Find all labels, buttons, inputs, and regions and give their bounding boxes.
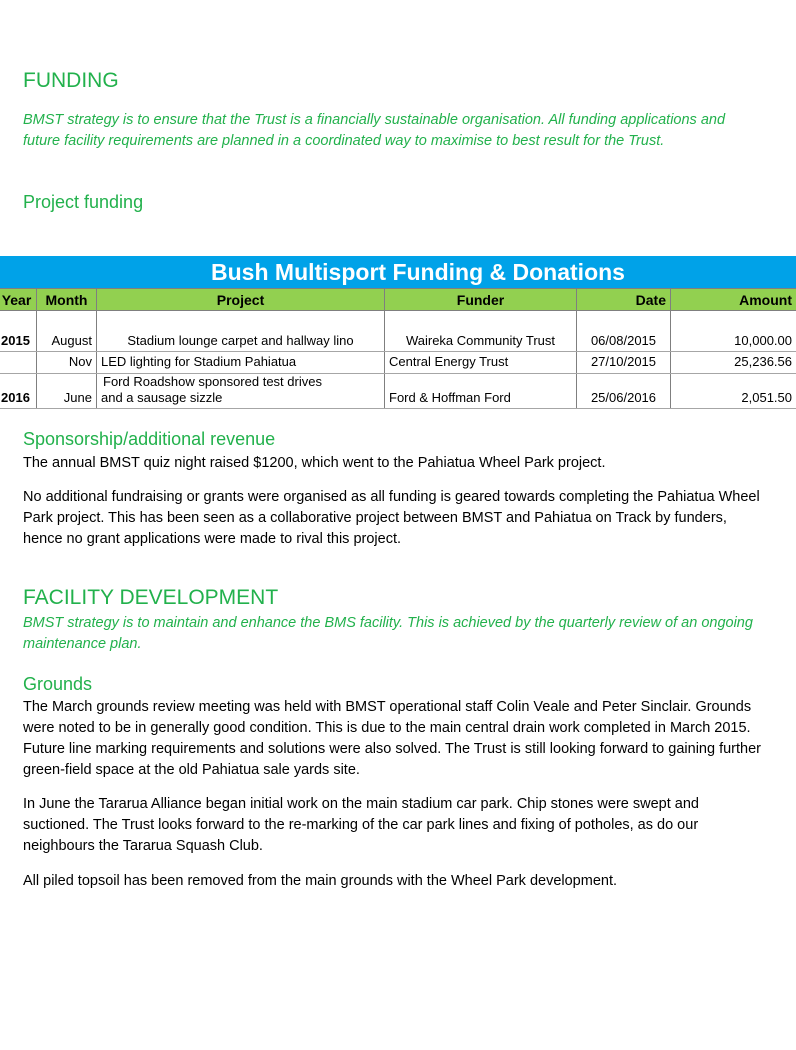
cell-amount: 2,051.50 xyxy=(670,373,796,409)
sponsorship-paragraph-1: The annual BMST quiz night raised $1200,… xyxy=(23,455,606,471)
cell-month: August xyxy=(36,330,97,352)
table-row: Nov LED lighting for Stadium Pahiatua Ce… xyxy=(0,351,796,374)
col-header-funder: Funder xyxy=(384,288,577,311)
grounds-paragraph-3: All piled topsoil has been removed from … xyxy=(23,873,618,889)
grounds-paragraph-2: In June the Tararua Alliance began initi… xyxy=(23,796,699,854)
cell-date: 06/08/2015 xyxy=(576,330,671,352)
cell-project-text: Stadium lounge carpet and hallway lino xyxy=(127,333,354,348)
cell-date-text: 06/08/2015 xyxy=(590,333,657,348)
cell-month: June xyxy=(36,373,97,409)
funding-table-title: Bush Multisport Funding & Donations xyxy=(0,256,796,288)
sponsorship-paragraph-2: No additional fundraising or grants were… xyxy=(23,489,760,547)
cell-year xyxy=(0,351,37,374)
cell-project: Ford Roadshow sponsored test drives and … xyxy=(96,373,385,409)
cell-date-text: 27/10/2015 xyxy=(590,354,657,369)
funding-strategy-text: BMST strategy is to ensure that the Trus… xyxy=(23,112,726,149)
table-row: 2016 June Ford Roadshow sponsored test d… xyxy=(0,373,796,409)
col-header-project: Project xyxy=(96,288,385,311)
cell-funder: Waireka Community Trust xyxy=(384,330,577,352)
cell-date: 25/06/2016 xyxy=(576,373,671,409)
facility-heading: FACILITY DEVELOPMENT xyxy=(23,586,279,609)
grounds-paragraph-1: The March grounds review meeting was hel… xyxy=(23,699,761,778)
col-header-date: Date xyxy=(576,288,671,311)
cell-year: 2016 xyxy=(0,373,37,409)
col-header-amount: Amount xyxy=(670,288,796,311)
cell-year: 2015 xyxy=(0,330,37,352)
table-spacer-row xyxy=(0,310,796,331)
grounds-heading: Grounds xyxy=(23,674,93,694)
facility-strategy-text: BMST strategy is to maintain and enhance… xyxy=(23,615,753,652)
table-header-row: Year Month Project Funder Date Amount xyxy=(0,288,796,311)
project-funding-heading: Project funding xyxy=(23,192,144,212)
cell-project: LED lighting for Stadium Pahiatua xyxy=(96,351,385,374)
sponsorship-heading: Sponsorship/additional revenue xyxy=(23,429,276,449)
cell-project-line1: Ford Roadshow sponsored test drives xyxy=(103,374,322,389)
funding-heading: FUNDING xyxy=(23,69,119,92)
cell-date-text: 25/06/2016 xyxy=(590,390,657,405)
cell-project: Stadium lounge carpet and hallway lino xyxy=(96,330,385,352)
cell-amount: 10,000.00 xyxy=(670,330,796,352)
cell-project-line2: and a sausage sizzle xyxy=(101,390,223,405)
cell-funder: Ford & Hoffman Ford xyxy=(384,373,577,409)
cell-funder-text: Waireka Community Trust xyxy=(405,333,556,348)
col-header-year: Year xyxy=(0,288,37,311)
cell-funder: Central Energy Trust xyxy=(384,351,577,374)
cell-amount: 25,236.56 xyxy=(670,351,796,374)
cell-month: Nov xyxy=(36,351,97,374)
table-row: 2015 August Stadium lounge carpet and ha… xyxy=(0,330,796,352)
funding-table: Year Month Project Funder Date Amount 20… xyxy=(0,288,796,409)
col-header-month: Month xyxy=(36,288,97,311)
cell-date: 27/10/2015 xyxy=(576,351,671,374)
